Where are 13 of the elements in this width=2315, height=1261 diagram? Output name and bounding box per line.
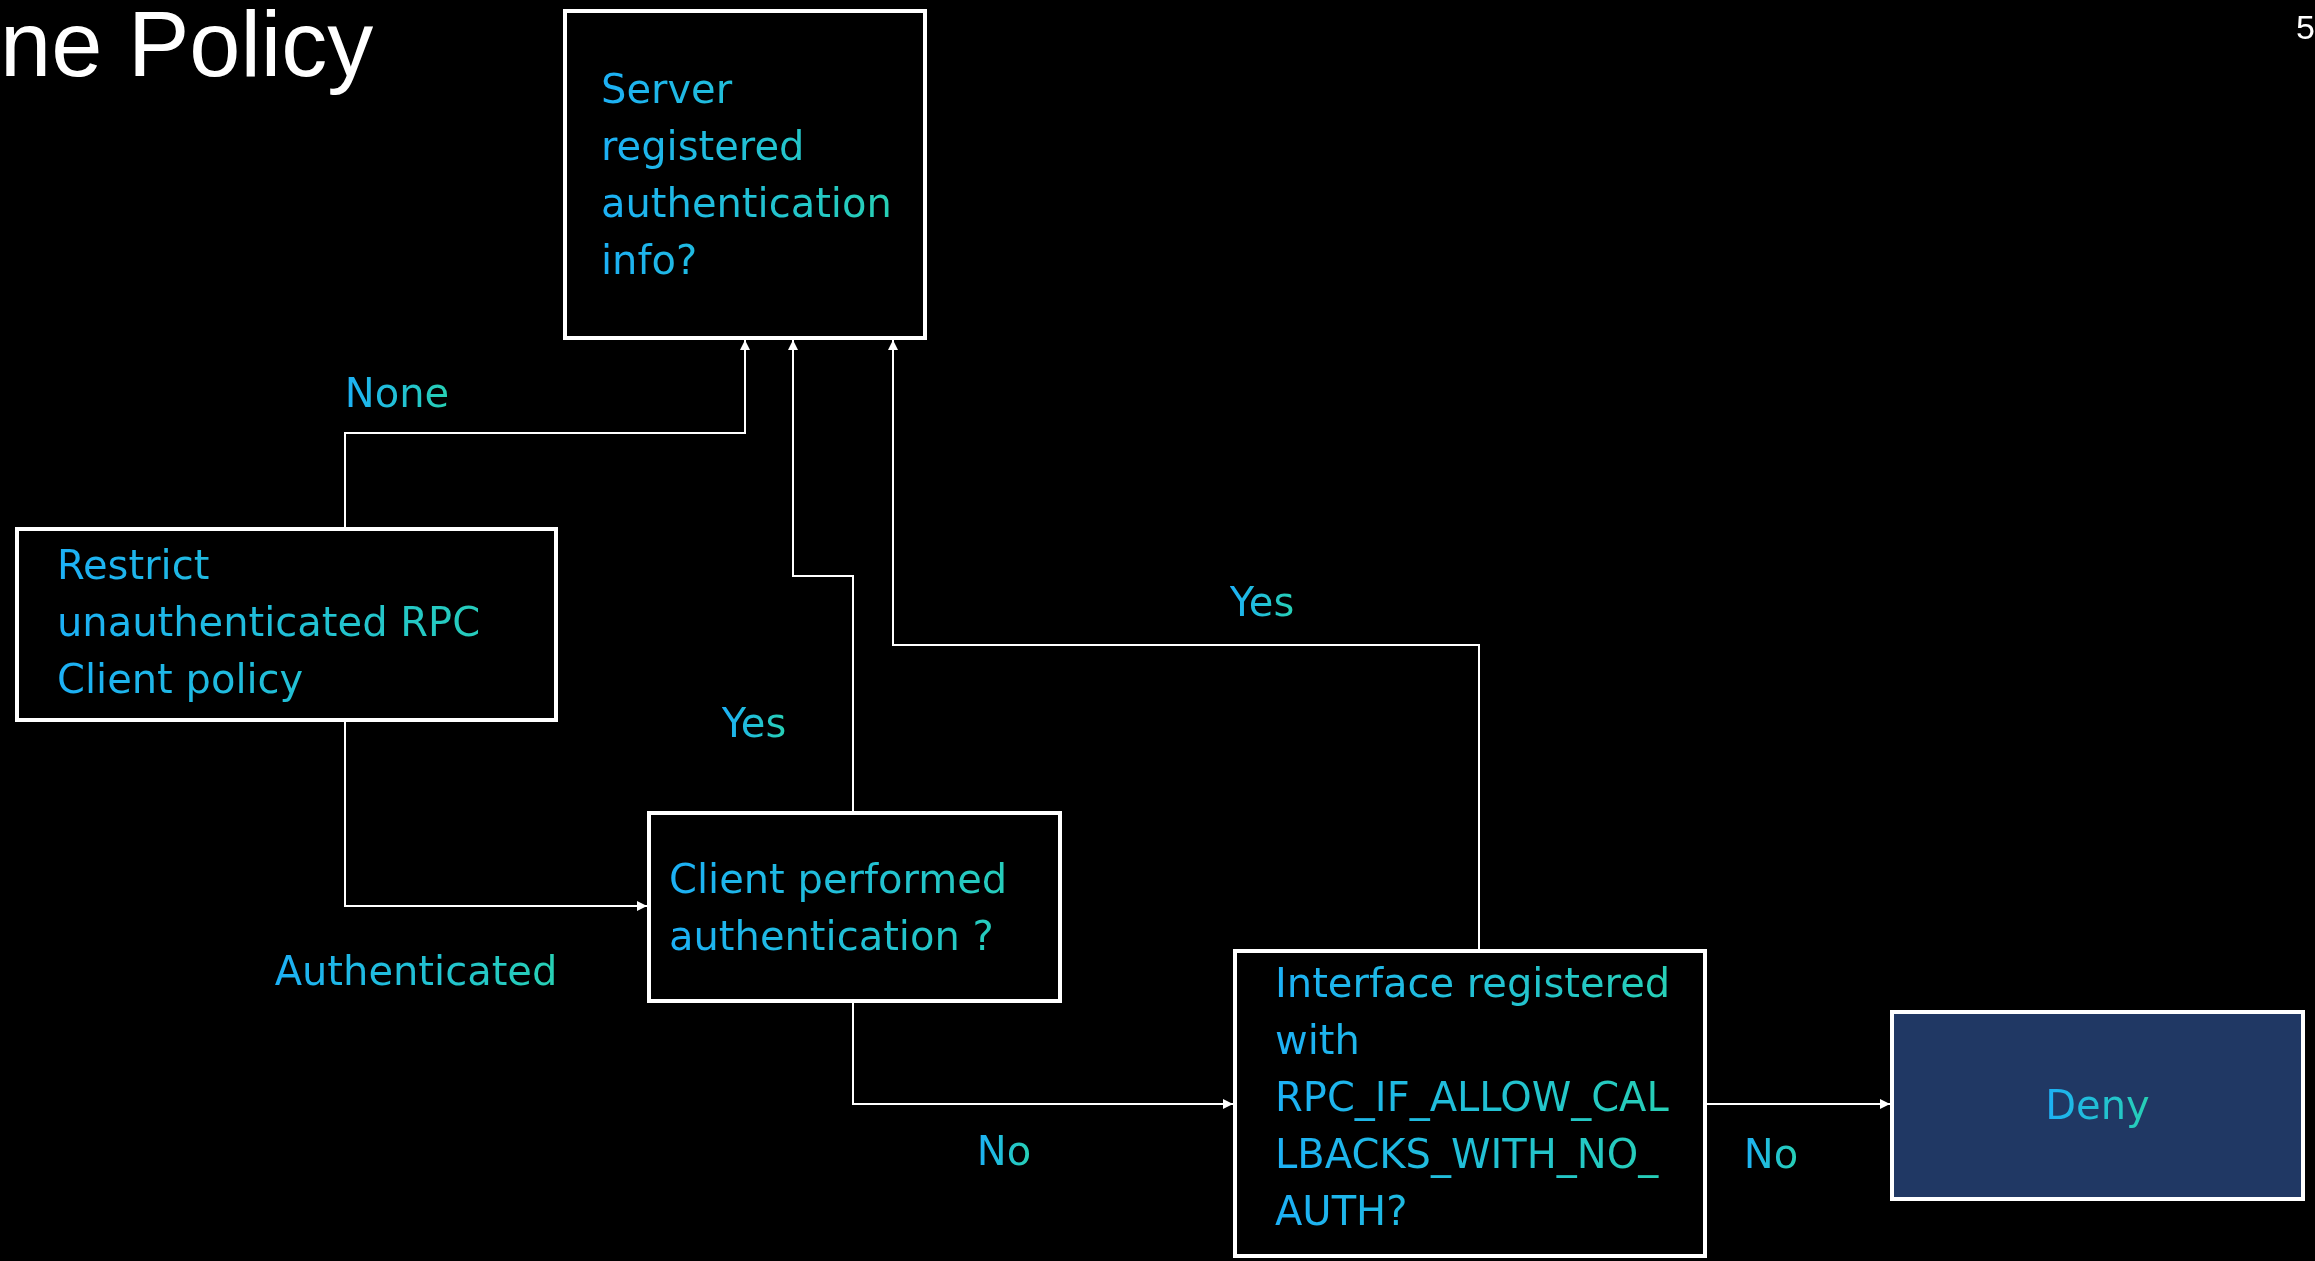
connector-arrow xyxy=(1706,1099,1891,1109)
connector-arrow xyxy=(344,721,648,911)
slide-title: ne Policy xyxy=(0,0,374,97)
connector-arrow xyxy=(344,339,750,528)
decision-box xyxy=(563,9,927,340)
page-number: 5 xyxy=(2296,8,2315,47)
connector-arrow xyxy=(852,1002,1234,1109)
connector-arrow xyxy=(888,339,1480,950)
decision-box xyxy=(1233,949,1707,1258)
decision-box xyxy=(15,527,558,722)
decision-box xyxy=(647,811,1062,1003)
connector-arrow xyxy=(788,339,854,812)
terminal-box xyxy=(1890,1010,2305,1201)
